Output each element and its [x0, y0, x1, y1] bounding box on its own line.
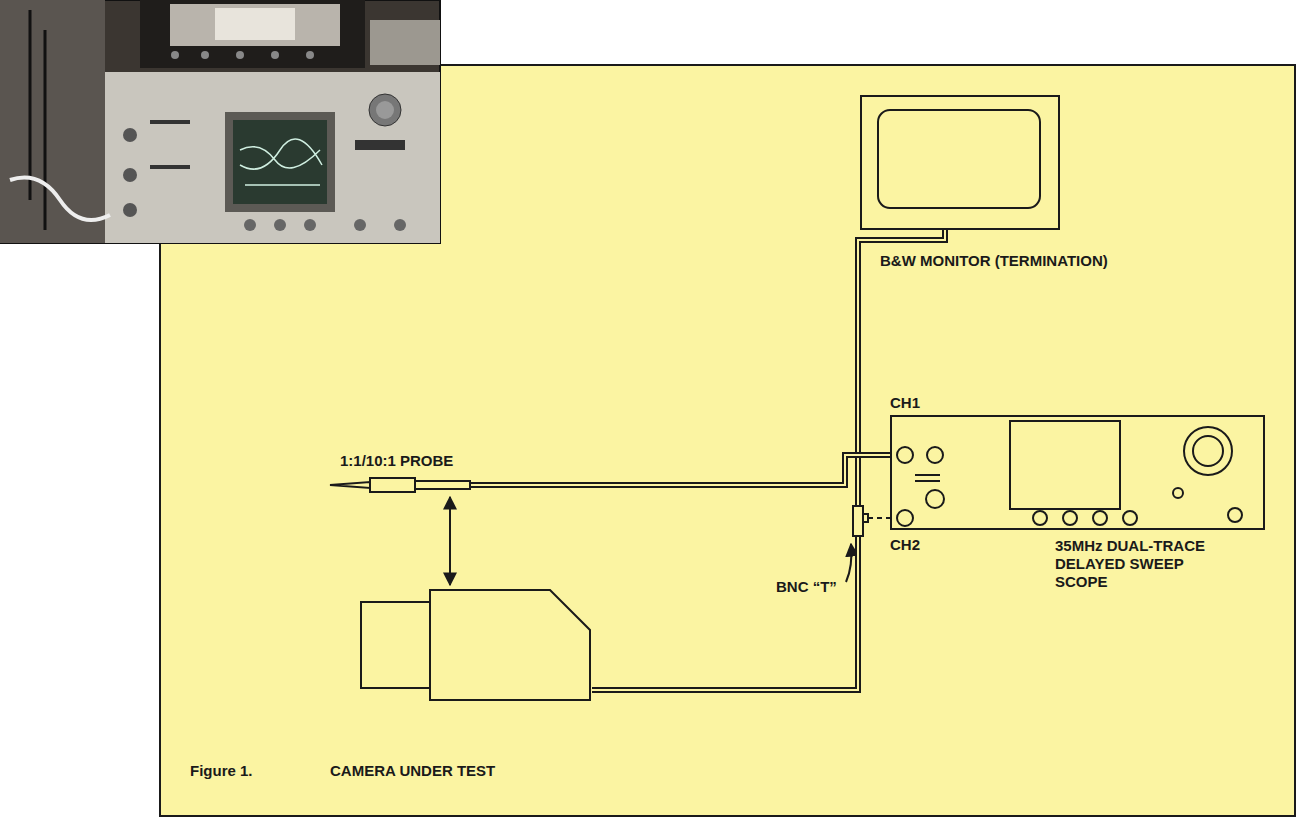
- drawing-part: [868, 517, 890, 519]
- drawing-part: [170, 4, 340, 46]
- yellow-panel: [160, 65, 1295, 816]
- drawing-part: [1093, 511, 1107, 525]
- photo: [0, 0, 440, 243]
- connector: [868, 518, 890, 519]
- drawing-part: [304, 219, 316, 231]
- drawing-part: [376, 101, 394, 119]
- drawing-part: [863, 514, 868, 522]
- part-label: CAMERA UNDER TEST: [330, 762, 495, 780]
- drawing-part: [1228, 508, 1242, 522]
- drawing-part: [592, 537, 858, 690]
- cable: [470, 455, 890, 485]
- drawing-part: [369, 94, 401, 126]
- part-label: BNC “T”: [776, 578, 837, 596]
- shape-outline: [848, 505, 868, 537]
- drawing-part: [201, 51, 209, 59]
- drawing-part: [449, 497, 451, 585]
- drawing-part: [215, 8, 295, 40]
- drawing-part: [1173, 488, 1183, 498]
- drawing-part: [105, 72, 440, 243]
- drawing-part: [370, 20, 440, 65]
- connector: [450, 497, 451, 585]
- drawing-part: [123, 128, 137, 142]
- probe-symbol: 1:1/10:1 PROBE: [330, 476, 470, 494]
- part-label: 1:1/10:1 PROBE: [340, 452, 453, 470]
- drawing-part: [306, 51, 314, 59]
- drawing-part: [150, 120, 190, 124]
- drawing-part: [1010, 421, 1120, 509]
- cable: [592, 537, 858, 690]
- drawing-part: [355, 140, 405, 150]
- drawing-part: [891, 416, 1264, 529]
- drawing-part: [926, 490, 944, 508]
- drawing-part: [10, 178, 110, 221]
- drawing-part: [1193, 436, 1223, 466]
- drawing-part: [123, 168, 137, 182]
- drawing-part: [150, 165, 190, 169]
- channel-label: CH2: [890, 536, 920, 554]
- drawing-part: [370, 478, 415, 492]
- drawing-part: [592, 537, 858, 690]
- drawing-part: [394, 219, 406, 231]
- bnc-tee-symbol: BNC “T”: [848, 505, 868, 537]
- drawing-part: [274, 219, 286, 231]
- drawing-part: [225, 112, 335, 212]
- drawing-part: [878, 110, 1040, 208]
- drawing-part: [171, 51, 179, 59]
- drawing-part: [233, 120, 327, 204]
- part-label: B&W MONITOR (TERMINATION): [880, 252, 1108, 270]
- drawing-part: [0, 0, 440, 243]
- drawing-part: [123, 203, 137, 217]
- shape-outline: [330, 476, 470, 494]
- drawing-part: [1184, 427, 1232, 475]
- part-label: 35MHz DUAL-TRACE DELAYED SWEEP SCOPE: [1055, 537, 1205, 591]
- drawing-part: [897, 447, 913, 463]
- drawing-part: [927, 447, 943, 463]
- drawing-part: [430, 590, 590, 700]
- drawing-part: [361, 602, 430, 688]
- drawing-part: [1123, 511, 1137, 525]
- shape-outline: [860, 95, 1060, 230]
- channel-label: CH1: [890, 394, 920, 412]
- drawing-part: [240, 139, 322, 185]
- drawing-part: [897, 510, 913, 526]
- figure-number: Figure 1.: [190, 762, 253, 780]
- oscilloscope-symbol: 35MHz DUAL-TRACE DELAYED SWEEP SCOPE: [890, 415, 1265, 530]
- drawing-part: [236, 51, 244, 59]
- drawing-part: [30, 10, 45, 230]
- drawing-part: [415, 481, 470, 489]
- monitor-symbol: B&W MONITOR (TERMINATION): [860, 95, 1060, 230]
- drawing-part: [470, 455, 890, 485]
- leader-arrow: [846, 544, 851, 582]
- drawing-part: [1063, 511, 1077, 525]
- drawing-part: [0, 0, 105, 243]
- drawing-part: [271, 51, 279, 59]
- drawing-part: [470, 455, 890, 485]
- camera-symbol: CAMERA UNDER TEST: [360, 588, 592, 703]
- drawing-part: [140, 0, 365, 68]
- drawing-part: [915, 475, 940, 481]
- shape-outline: [890, 415, 1265, 530]
- shape-outline: [360, 588, 592, 703]
- drawing-part: [354, 219, 366, 231]
- drawing-part: [330, 482, 370, 488]
- drawing-part: [1033, 511, 1047, 525]
- drawing-part: [861, 96, 1059, 229]
- drawing-part: [853, 506, 863, 536]
- drawing-part: [244, 219, 256, 231]
